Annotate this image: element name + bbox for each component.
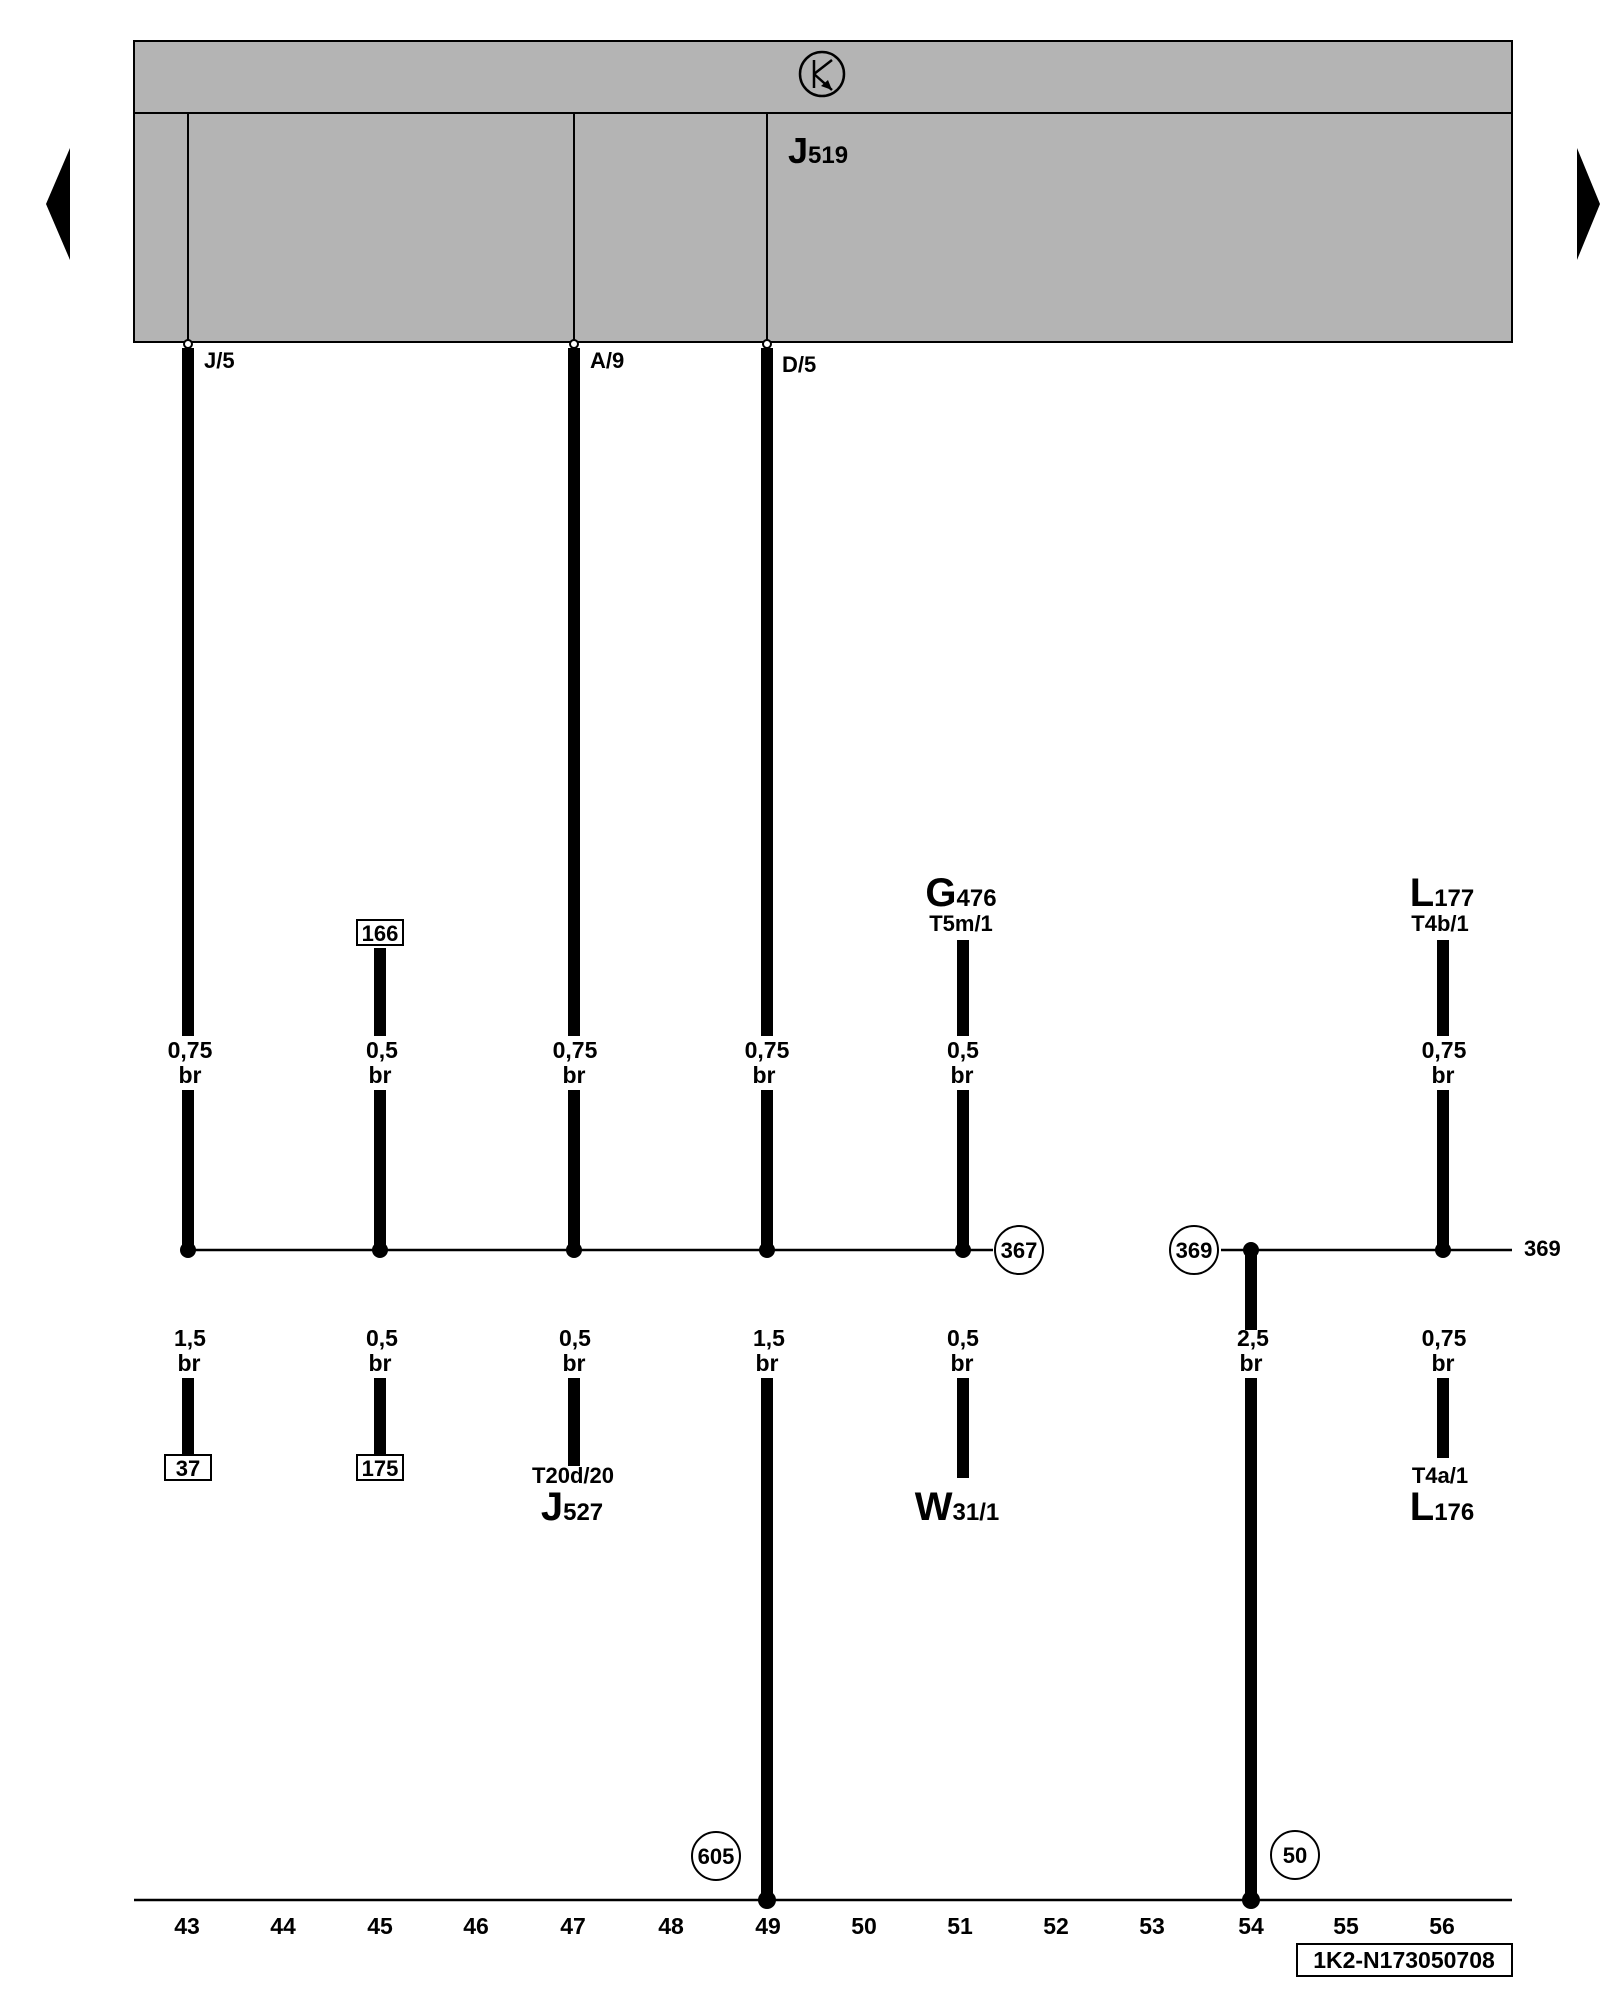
column-number: 51	[947, 1913, 973, 1939]
pin-label-d5: D/5	[782, 352, 816, 377]
wire-size: 0,75	[168, 1037, 213, 1063]
column-number: 50	[851, 1913, 877, 1939]
pin-connector	[569, 339, 579, 349]
column-number: 48	[658, 1913, 684, 1939]
ref-circle-50[interactable]: 50	[1270, 1830, 1320, 1880]
wire-color: br	[369, 1350, 392, 1376]
wire-color: br	[369, 1062, 392, 1088]
next-page-arrow[interactable]	[1577, 148, 1600, 260]
wire-color: br	[1240, 1350, 1263, 1376]
ref-circle-605[interactable]: 605	[691, 1831, 741, 1881]
wire-size: 0,5	[366, 1325, 398, 1351]
ref-line-369[interactable]: 369	[1524, 1236, 1561, 1261]
wire-size: 1,5	[174, 1325, 206, 1351]
wire-labels-bottom: 1,5 br 0,5 br 0,5 br 1,5 br 0,5 br 2,5 b…	[174, 1325, 1467, 1376]
relay-k-icon	[798, 50, 846, 98]
wire-size: 1,5	[753, 1325, 785, 1351]
column-number: 55	[1333, 1913, 1359, 1939]
wire-size: 0,5	[947, 1037, 979, 1063]
connector-t4b1: T4b/1	[1411, 911, 1468, 936]
wire-color: br	[563, 1350, 586, 1376]
svg-text:369: 369	[1176, 1238, 1213, 1263]
svg-text:1K2-N173050708: 1K2-N173050708	[1313, 1947, 1495, 1973]
column-number: 46	[463, 1913, 489, 1939]
wire-color: br	[563, 1062, 586, 1088]
column-number: 44	[270, 1913, 296, 1939]
column-number: 54	[1238, 1913, 1264, 1939]
svg-text:166: 166	[362, 921, 399, 946]
column-numbers: 43 44 45 46 47 48 49 50 51 52 53 54 55 5…	[174, 1913, 1455, 1939]
wire-color: br	[178, 1350, 201, 1376]
wire-color: br	[179, 1062, 202, 1088]
wire-color: br	[1432, 1062, 1455, 1088]
wire-color: br	[951, 1350, 974, 1376]
svg-text:37: 37	[176, 1456, 200, 1481]
component-l176: L176	[1410, 1485, 1474, 1529]
wire-size: 2,5	[1237, 1325, 1269, 1351]
column-number: 47	[560, 1913, 586, 1939]
ref-box-37[interactable]: 37	[164, 1454, 212, 1481]
connector-t20d20: T20d/20	[532, 1463, 614, 1488]
column-number: 53	[1139, 1913, 1165, 1939]
column-number: 52	[1043, 1913, 1069, 1939]
prev-page-arrow[interactable]	[46, 148, 70, 260]
component-j527: J527	[541, 1485, 603, 1529]
module-body	[133, 112, 1513, 343]
svg-text:50: 50	[1283, 1843, 1307, 1868]
module-name: J519	[788, 130, 848, 171]
component-l177: L177	[1410, 871, 1474, 915]
connector-t5m1: T5m/1	[929, 911, 993, 936]
connector-t4a1: T4a/1	[1412, 1463, 1468, 1488]
svg-text:175: 175	[362, 1456, 399, 1481]
wire-size: 0,75	[1422, 1325, 1467, 1351]
column-number: 43	[174, 1913, 200, 1939]
ref-box-166[interactable]: 166	[356, 919, 404, 946]
wire-color: br	[753, 1062, 776, 1088]
column-number: 45	[367, 1913, 393, 1939]
wire-color: br	[951, 1062, 974, 1088]
ref-circle-367[interactable]: 367	[994, 1225, 1044, 1275]
pin-label-a9: A/9	[590, 348, 624, 373]
pin-connector	[183, 339, 193, 349]
wire-size: 0,5	[947, 1325, 979, 1351]
column-number: 49	[755, 1913, 781, 1939]
component-w31: W31/1	[915, 1485, 999, 1529]
pin-label-j5: J/5	[204, 348, 235, 373]
wire-color: br	[1432, 1350, 1455, 1376]
pin-connector	[762, 339, 772, 349]
wire-size: 0,75	[745, 1037, 790, 1063]
svg-text:605: 605	[698, 1844, 735, 1869]
component-g476: G476	[925, 871, 996, 915]
junction-dots	[180, 1242, 1451, 1909]
wire-size: 0,5	[559, 1325, 591, 1351]
svg-text:367: 367	[1001, 1238, 1038, 1263]
ref-box-175[interactable]: 175	[356, 1454, 404, 1481]
wire-size: 0,75	[1422, 1037, 1467, 1063]
wire-labels-top: 0,75 br 0,5 br 0,75 br 0,75 br 0,5 br 0,…	[168, 1037, 1467, 1088]
wire-size: 0,75	[553, 1037, 598, 1063]
diagram-code: 1K2-N173050708	[1296, 1943, 1513, 1977]
wire-color: br	[756, 1350, 779, 1376]
wire-size: 0,5	[366, 1037, 398, 1063]
ref-circle-369[interactable]: 369	[1169, 1225, 1219, 1275]
column-number: 56	[1429, 1913, 1455, 1939]
